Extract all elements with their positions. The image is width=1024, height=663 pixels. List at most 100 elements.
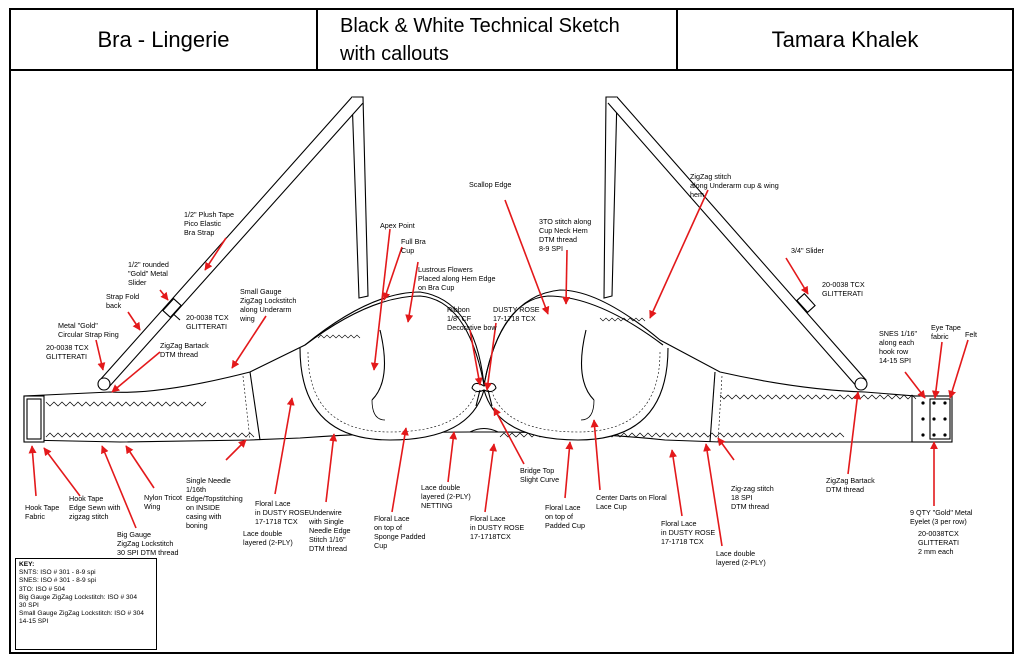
callout-line: 17-1718 TCX [493, 314, 536, 323]
right-cup-neck [483, 295, 664, 386]
arrow-floral-sponge [391, 427, 409, 513]
callout-line: ZigZag Bartack [826, 476, 875, 485]
callout-line: Ribbon [447, 305, 470, 314]
callout-line: 1/16th [186, 485, 206, 494]
callout-line: 8-9 SPI [539, 244, 563, 253]
callout-line: Big Gauge [117, 530, 151, 539]
callout-line: ZigZag Lockstitch [240, 296, 297, 305]
callout-line: SNES 1/16" [879, 329, 918, 338]
bridge [469, 427, 499, 433]
callout-line: GLITTERATI [822, 289, 863, 298]
callout-line: Floral Lace [255, 499, 291, 508]
arrow-floral-l [274, 397, 295, 495]
zigzag-band-bottom [45, 432, 255, 438]
callout-line: Eyelet (3 per row) [910, 517, 967, 526]
arrow-small-gauge [231, 315, 267, 369]
left-wing-seam [249, 371, 261, 441]
callout-line: back [106, 301, 122, 310]
callout-line: 1/8" CF [447, 314, 472, 323]
garment-type: Bra - Lingerie [97, 26, 230, 52]
callout-line: Lustrous Flowers [418, 265, 473, 274]
arrow-bartack-l [111, 351, 161, 393]
callout-line: 1/2" Plush Tape [184, 210, 234, 219]
callout-line: Sponge Padded [374, 532, 426, 541]
arrow-3to [562, 249, 571, 305]
callout-arrows [28, 189, 969, 547]
arrow-darts [590, 419, 601, 491]
callout-line: casing with [186, 512, 222, 521]
callout-line: Lace double [421, 483, 461, 492]
callout-line: Felt [965, 330, 977, 339]
callout-line: Cup [401, 246, 415, 255]
callout-line: Small Gauge [240, 287, 282, 296]
callout-line: Nylon Tricot [144, 493, 182, 502]
callout-line: with Single [309, 517, 344, 526]
callout-apex-point: Apex Point [380, 221, 415, 230]
callout-line: layered (2-PLY) [421, 492, 471, 501]
callout-line: Zig-zag stitch [731, 484, 774, 493]
callout-line: Lace Cup [596, 502, 627, 511]
arrow-slider [159, 289, 169, 301]
callout-line: Hook Tape [25, 503, 60, 512]
callout-line: Edge/Topstitching [186, 494, 243, 503]
arrow-hook-edge [43, 447, 81, 497]
callout-line: ZigZag Bartack [160, 341, 209, 350]
callout-line: 17-1718 TCX [661, 537, 704, 546]
callout-line: 9 QTY "Gold" Metal [910, 508, 973, 517]
arrow-netting [447, 431, 458, 483]
callout-line: "Gold" Metal [128, 269, 168, 278]
callout-line: Hook Tape [69, 494, 104, 503]
callout-line: Bra Strap [184, 228, 215, 237]
sketch-type-line1: Black & White Technical Sketch [340, 14, 620, 37]
callout-line: 20-0038 TCX [822, 280, 865, 289]
callout-line: Cup [374, 541, 388, 550]
arrow-hook-fabric [28, 445, 37, 497]
key-line: 30 SPI [19, 602, 39, 610]
arrow-big-gauge [101, 445, 137, 529]
key-line: 3TO: ISO # 504 [19, 585, 66, 593]
callout-line: 2 mm each [918, 547, 954, 556]
callout-line: GLITTERATI [186, 322, 227, 331]
callout-line: 30 SPI DTM thread [117, 548, 179, 557]
callout-line: 20-0038 TCX [46, 343, 89, 352]
key-line: Big Gauge ZigZag Lockstitch: ISO # 304 [19, 593, 138, 601]
callout-line: Needle Edge [309, 526, 351, 535]
right-cup-scallop [599, 317, 646, 322]
callout-line: Strap Fold [106, 292, 140, 301]
callout-line: Floral Lace [470, 514, 506, 523]
callout-line: 17-1718 TCX [255, 517, 298, 526]
arrow-floral-padded [564, 441, 574, 499]
zigzag-band-top-right [719, 394, 917, 400]
callout-line: Single Needle [186, 476, 231, 485]
callout-line: DTM thread [309, 544, 347, 553]
arrow-full-cup [382, 246, 403, 301]
arrow-bridge [493, 407, 525, 465]
callout-line: along each [879, 338, 915, 347]
callout-line: Lace double [243, 529, 283, 538]
callout-line: Slight Curve [520, 475, 560, 484]
callout-line: GLITTERATI [46, 352, 87, 361]
callout-line: fabric [931, 332, 949, 341]
arrow-slider-r [785, 257, 809, 295]
callout-line: on Bra Cup [418, 283, 455, 292]
arrow-felt [948, 339, 969, 399]
callout-line: along Underarm cup & wing [690, 181, 779, 190]
callout-line: Slider [128, 278, 147, 287]
